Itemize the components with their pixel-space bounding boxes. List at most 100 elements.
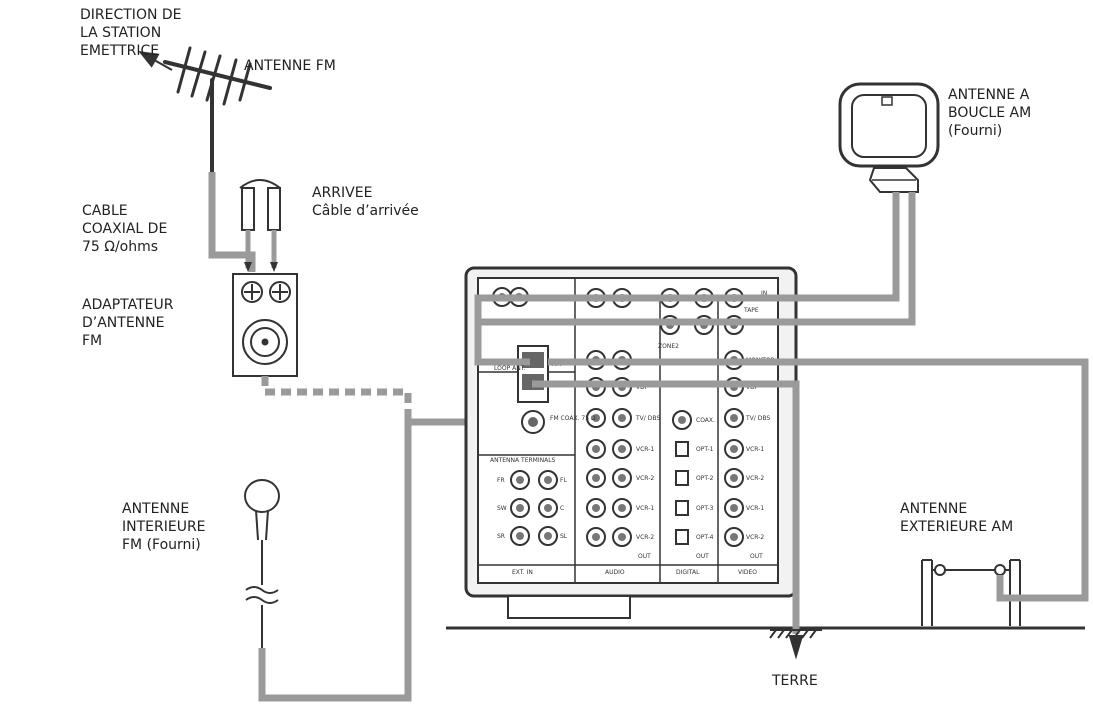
am-loop-line: BOUCLE AM [948,105,1032,121]
video-out-label: OUT [750,553,763,560]
video-jack-core [730,533,738,541]
video-jack-core [730,414,738,422]
adapter-line: D’ANTENNE [82,315,165,331]
outdoor-am-line: EXTERIEURE AM [900,519,1014,535]
digital-optical-port [675,470,689,486]
fm-antenna-icon [163,46,272,174]
digital-coax-jack-core [678,416,686,424]
video-jack-core [730,445,738,453]
coax-line: COAXIAL DE [82,221,168,237]
panel-ext-in-label: EXT. IN [512,569,533,576]
video-input-label: TV/ DBS [745,415,770,422]
video-input-label: VCR-2 [746,534,764,541]
ext-in-channel-label: FL [560,477,567,484]
indoor-fm-label: ANTENNE INTERIEURE FM (Fourni) [122,500,206,554]
ext-in-jack-core [544,532,552,540]
panel-loop-ant-label: LOOP ANT. [494,365,526,372]
indoor-fm-line: INTERIEURE [122,519,206,535]
digital-optical-port [675,441,689,457]
dashed-alternative-connection [261,376,412,420]
arrivee-line: Câble d’arrivée [312,203,419,219]
direction-line: EMETTRICE [80,43,160,59]
panel-audio-label: AUDIO [605,569,625,576]
audio-jack-core [592,533,600,541]
indoor-fm-line: ANTENNE [122,501,190,517]
direction-arrow [138,51,173,71]
audio-input-label: VCR-1 [636,446,654,453]
direction-label: DIRECTION DE LA STATION EMETTRICE [80,6,182,60]
ext-in-channel-label: C [560,505,564,512]
panel-fm-label: FM COAX. 75 Ω [550,415,596,422]
am-loop-cable-outer [478,192,916,326]
arrivee-label: ARRIVEE Câble d’arrivée [312,184,419,220]
digital-input-label: OPT-1 [696,446,714,453]
fm-antenna-line: ANTENNE FM [244,58,336,74]
ext-in-channel-label: FR [497,477,505,484]
audio-jack-core [592,445,600,453]
ext-in-channel-label: SR [497,533,505,540]
indoor-fm-antenna-icon [244,479,280,648]
am-loop-line: (Fourni) [948,123,1003,139]
coaxial-cable [208,172,256,272]
video-input-label: VCR-2 [746,475,764,482]
ext-in-jack-core [516,532,524,540]
video-input-label: VCR-1 [746,505,764,512]
ground-label: TERRE [772,672,818,690]
indoor-fm-cable [258,418,528,702]
coax-label: CABLE COAXIAL DE 75 Ω/ohms [82,202,167,256]
adapter-label: ADAPTATEUR D’ANTENNE FM [82,296,173,350]
am-loop-antenna-icon [838,82,940,193]
ext-in-jack-core [516,504,524,512]
arrivee-line: ARRIVEE [312,185,373,201]
ground-symbol-icon [769,629,822,660]
ext-in-jack-core [516,476,524,484]
digital-optical-port [675,529,689,545]
fm-antenna-label: ANTENNE FM [244,57,336,75]
video-jack-core [730,504,738,512]
direction-line: LA STATION [80,25,162,41]
digital-input-label: OPT-3 [696,505,714,512]
ext-in-jack-core [544,476,552,484]
adapter-line: ADAPTATEUR [82,297,174,313]
coax-line: CABLE [82,203,128,219]
feeder-cable-icon [239,179,281,272]
audio-jack-core [618,474,626,482]
audio-input-label: VCR-1 [636,505,654,512]
am-loop-line: ANTENNE A [948,87,1030,103]
audio-jack-core [618,445,626,453]
coax-line: 75 Ω/ohms [82,239,159,255]
indoor-fm-line: FM (Fourni) [122,537,201,553]
audio-input-label: TV/ DBS [635,415,660,422]
ext-in-jack-core [544,504,552,512]
digital-optical-port [675,500,689,516]
video-input-label: VCR-1 [746,446,764,453]
panel-zone2-label: ZONE2 [658,343,679,350]
am-loop-label: ANTENNE A BOUCLE AM (Fourni) [948,86,1031,140]
panel-digital-label: DIGITAL [676,569,700,576]
digital-input-label: COAX. [696,417,715,424]
audio-jack-core [592,474,600,482]
ground-wire [532,380,800,634]
audio-jack-core [618,533,626,541]
audio-jack-core [618,414,626,422]
outdoor-am-antenna-icon [921,559,1021,626]
adapter-line: FM [82,333,103,349]
audio-jack-core [618,504,626,512]
audio-input-label: VCR-2 [636,475,654,482]
digital-out-label: OUT [696,553,709,560]
outdoor-am-line: ANTENNE [900,501,968,517]
digital-input-label: OPT-4 [696,534,714,541]
digital-input-label: OPT-2 [696,475,714,482]
ext-in-channel-label: SW [497,505,507,512]
audio-jack-core [592,504,600,512]
panel-video-label: VIDEO [738,569,757,576]
video-jack-core [730,474,738,482]
panel-antenna-terminals-label: ANTENNA TERMINALS [490,457,556,464]
direction-line: DIRECTION DE [80,7,182,23]
audio-out-label: OUT [638,553,651,560]
panel-in-label: IN [761,290,767,297]
outdoor-am-cable [548,358,1089,602]
fm-adapter-icon [232,273,298,377]
audio-input-label: VCR-2 [636,534,654,541]
